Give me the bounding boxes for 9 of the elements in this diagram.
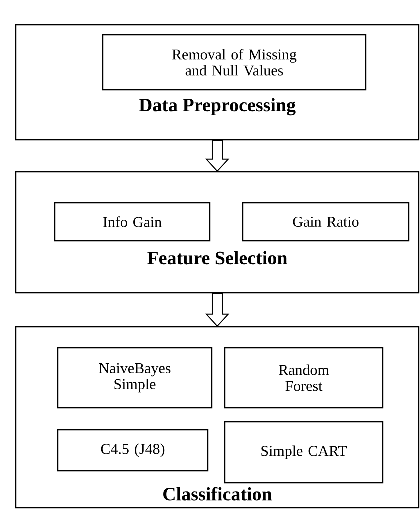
block-arrow	[205, 293, 230, 328]
method-box: Info Gain	[54, 202, 211, 242]
method-box: NaiveBayes Simple	[57, 347, 213, 409]
method-box: C4.5 (J48)	[57, 429, 209, 472]
method-box: Simple CART	[224, 421, 384, 484]
method-box: Random Forest	[224, 347, 384, 409]
method-box: Gain Ratio	[242, 202, 410, 242]
method-box: Removal of Missing and Null Values	[102, 34, 367, 91]
block-arrow	[205, 140, 230, 172]
